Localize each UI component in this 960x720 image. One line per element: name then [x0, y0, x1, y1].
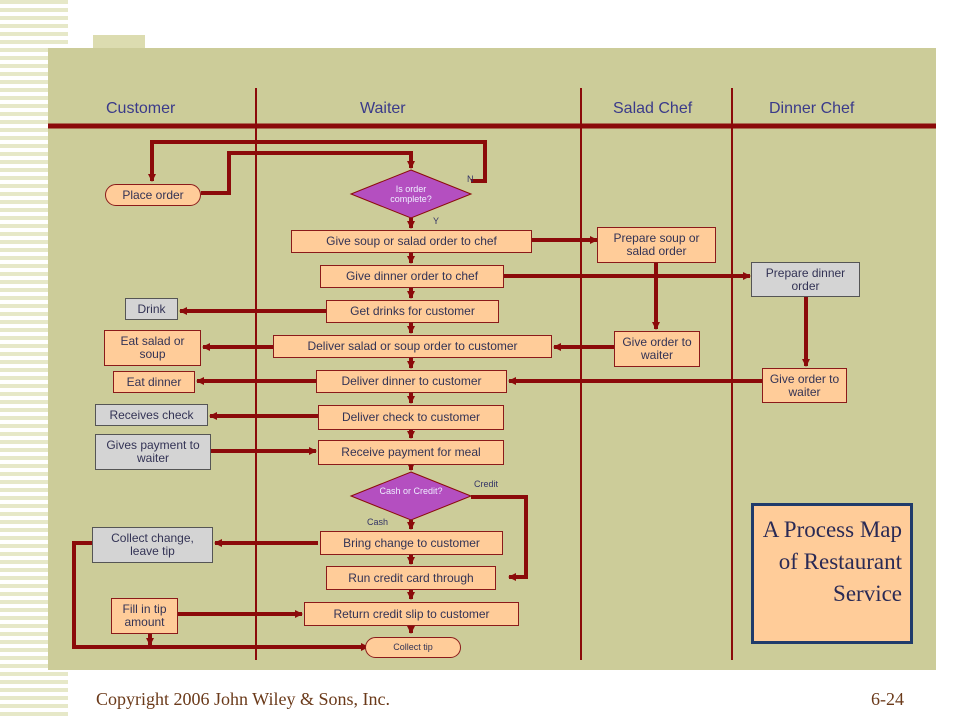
- deliver-check-node: Deliver check to customer: [318, 405, 504, 430]
- return-slip-node: Return credit slip to customer: [304, 602, 519, 626]
- prepare-soup-node: Prepare soup or salad order: [597, 227, 716, 263]
- deliver-salad-node: Deliver salad or soup order to customer: [273, 335, 552, 358]
- decision-cash-credit-label: Cash or Credit?: [379, 486, 443, 496]
- gives-payment-node: Gives payment to waiter: [95, 434, 211, 470]
- run-card-node: Run credit card through: [326, 566, 496, 590]
- deliver-dinner-node: Deliver dinner to customer: [316, 370, 507, 393]
- salad-give-order-node: Give order to waiter: [614, 331, 700, 367]
- lane-title-dinner-chef: Dinner Chef: [769, 100, 855, 117]
- lane-title-waiter: Waiter: [360, 100, 406, 117]
- no-label: N: [467, 174, 474, 184]
- get-drinks-node: Get drinks for customer: [326, 300, 499, 323]
- bring-change-node: Bring change to customer: [320, 531, 503, 555]
- yes-label: Y: [433, 216, 440, 226]
- copyright-text: Copyright 2006 John Wiley & Sons, Inc.: [96, 689, 390, 709]
- lane-title-customer: Customer: [106, 100, 176, 117]
- drink-node: Drink: [125, 298, 178, 320]
- diagram-title: A Process Map of Restaurant Service: [751, 503, 913, 644]
- collect-tip-node: Collect tip: [365, 637, 461, 658]
- lane-title-salad-chef: Salad Chef: [613, 100, 693, 117]
- decision-cash-credit: [349, 471, 473, 521]
- decision-order-complete: [349, 169, 473, 219]
- slide-number: 6-24: [871, 689, 904, 709]
- decision-order-complete-label: Is order complete?: [390, 184, 432, 204]
- receive-payment-node: Receive payment for meal: [318, 440, 504, 465]
- cash-label: Cash: [367, 517, 389, 527]
- eat-salad-node: Eat salad or soup: [104, 330, 201, 366]
- credit-label: Credit: [474, 479, 499, 489]
- decorative-tab: [93, 35, 145, 49]
- place-order-node: Place order: [105, 184, 201, 206]
- fill-tip-node: Fill in tip amount: [111, 598, 178, 634]
- dinner-give-order-node: Give order to waiter: [762, 368, 847, 403]
- give-soup-node: Give soup or salad order to chef: [291, 230, 532, 253]
- receives-check-node: Receives check: [95, 404, 208, 426]
- prepare-dinner-node: Prepare dinner order: [751, 262, 860, 297]
- collect-change-node: Collect change, leave tip: [92, 527, 213, 563]
- eat-dinner-node: Eat dinner: [113, 371, 195, 393]
- give-dinner-node: Give dinner order to chef: [320, 265, 504, 288]
